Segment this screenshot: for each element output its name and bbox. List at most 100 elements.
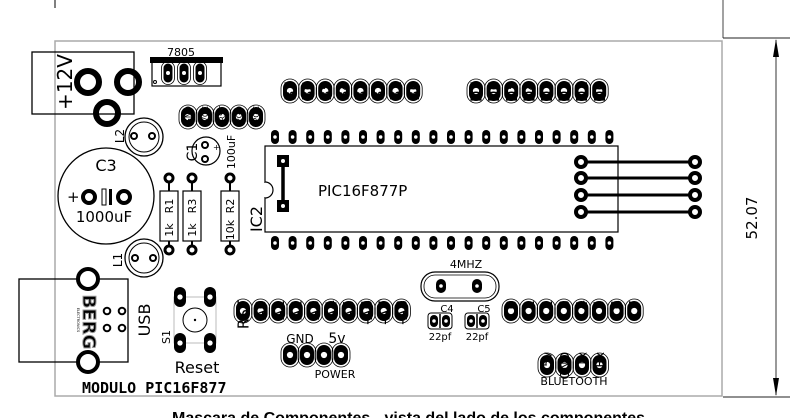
header-port-a-pad-hole — [398, 307, 405, 315]
header-port-d-pad-hole — [578, 87, 585, 95]
capacitor-pad-hole — [481, 319, 485, 323]
capacitor-c1-name: C1 — [185, 143, 201, 162]
ic-pin-hole — [273, 135, 277, 139]
regulator-label: 7805 — [167, 46, 195, 59]
resistor-pad — [186, 244, 198, 256]
header-port-b-pin-label: B1 — [387, 81, 405, 101]
header-icsp-pin-label: VCC — [201, 106, 210, 123]
trace-pad — [574, 205, 588, 219]
header-bluetooth-pad-hole — [543, 361, 551, 369]
header-port-a-pin-label: -A7 — [375, 300, 393, 325]
header-port-b-pin-label: B0 — [405, 81, 423, 101]
header-power-pad-hole — [320, 351, 328, 359]
header-port-a-pad-hole — [292, 307, 299, 315]
capacitor-c4-value: 22pf — [429, 332, 452, 343]
capacitor-c3-body — [109, 189, 112, 205]
header-port-c-pad-hole — [543, 307, 550, 315]
header-port-d-pin-label: D6 — [485, 81, 503, 102]
header-power-pad-outline — [280, 342, 300, 368]
jumper-hole — [281, 159, 285, 163]
header-power-pad-hole — [337, 351, 345, 359]
header-port-b-pad-outline — [403, 78, 423, 104]
header-icsp-pin-label: PGD — [235, 106, 244, 123]
header-port-d-pad-hole — [596, 87, 603, 95]
header-port-b-pad-hole — [339, 87, 346, 95]
capacitor-c1-value: 100uF — [225, 135, 238, 169]
header-port-d-pad-hole — [508, 87, 515, 95]
header-port-b-pad-hole — [304, 87, 311, 95]
header-port-d-pin-label: D2 — [556, 81, 574, 102]
usb-pin — [102, 306, 112, 316]
usb-pin — [117, 306, 127, 316]
header-port-d-pad-hole — [560, 87, 568, 95]
resistor-pad — [163, 172, 175, 184]
board-outline — [54, 40, 723, 397]
capacitor-c4-name: C4 — [440, 304, 453, 315]
power-jack-outline — [31, 51, 135, 115]
resistor-name: R1 — [163, 199, 176, 214]
ic-pin-hole — [607, 241, 612, 245]
header-bluetooth-pad-hole — [561, 361, 568, 369]
ic-pin-hole — [378, 135, 383, 139]
header-port-a-pad-hole — [275, 307, 282, 315]
header-port-c-pad-hole — [507, 307, 515, 315]
header-port-c-pin-label: C3 — [555, 300, 573, 320]
capacitor-pad-hole — [469, 319, 473, 323]
header-port-a-pad-hole — [257, 307, 264, 315]
header-port-b-pin-label: B3 — [352, 81, 370, 101]
header-port-c-pin-label: C2 — [538, 300, 556, 320]
header-port-c-pad-outline — [624, 298, 644, 324]
header-port-a-pin-label: RST — [235, 299, 253, 329]
regulator-pad-outline — [193, 61, 207, 85]
inductor-l2-hole — [130, 132, 138, 140]
header-icsp-pad-hole — [201, 113, 209, 121]
capacitor-c3-body — [101, 188, 107, 206]
capacitor-c3-pad — [81, 189, 97, 205]
resistor-pad — [163, 244, 175, 256]
power-5v-label: 5v — [328, 331, 345, 347]
regulator-pin1-dot — [153, 80, 157, 84]
header-icsp-pad-hole — [184, 113, 192, 121]
ic-outline — [264, 145, 619, 233]
header-port-a-pad-hole — [380, 307, 387, 315]
header-port-c-pin-label: C1 — [520, 300, 538, 320]
header-port-d-pin-label: D3 — [538, 81, 556, 102]
capacitor-outline — [427, 312, 453, 330]
header-port-c-pad-hole — [578, 307, 585, 315]
header-icsp-pad-hole — [218, 113, 226, 121]
ic-pin-hole — [502, 135, 506, 139]
ic-pin-hole — [572, 241, 576, 245]
ic-pin-hole — [290, 241, 295, 245]
header-power-pad-outline — [297, 342, 317, 368]
capacitor-c3-name: C3 — [95, 156, 116, 175]
header-port-b-pad-hole — [322, 87, 329, 95]
regulator-pad-hole — [166, 71, 170, 75]
crystal-label: 4MHZ — [450, 258, 483, 271]
header-port-d-pin-label: D1 — [573, 81, 591, 102]
header-icsp-pad-hole — [235, 113, 243, 121]
header-port-a-pin-label: A2 — [287, 300, 305, 320]
reset-pad-hole — [207, 294, 213, 300]
header-port-c-pad-hole — [595, 307, 603, 315]
header-port-b-pin-label: B4 — [334, 81, 352, 101]
header-port-a-pad-outline — [391, 298, 411, 324]
usb-shield-pad — [76, 350, 100, 374]
ic-pin-hole — [431, 241, 436, 245]
inductor-l1-hole — [149, 254, 157, 262]
ic-pin-hole — [449, 135, 453, 139]
capacitor-c3-outline — [57, 147, 155, 245]
resistor-name: R3 — [186, 199, 199, 214]
capacitor-c3-value: 1000uF — [76, 208, 132, 226]
header-port-a-pin-label: -A6 — [358, 300, 376, 325]
header-power-pad-hole — [303, 351, 311, 359]
ic-pin-hole — [537, 241, 541, 245]
header-power-pad-outline — [331, 342, 351, 368]
ic-pin-hole — [519, 135, 524, 139]
ic-pin-hole — [396, 135, 400, 139]
header-icsp-pad-outline — [212, 104, 232, 130]
ic-pin-hole — [502, 241, 506, 245]
ic-pin-hole — [484, 241, 488, 245]
ic-pin-hole — [572, 135, 576, 139]
power-gnd-label: GND — [286, 332, 314, 346]
trace-pad — [688, 171, 702, 185]
